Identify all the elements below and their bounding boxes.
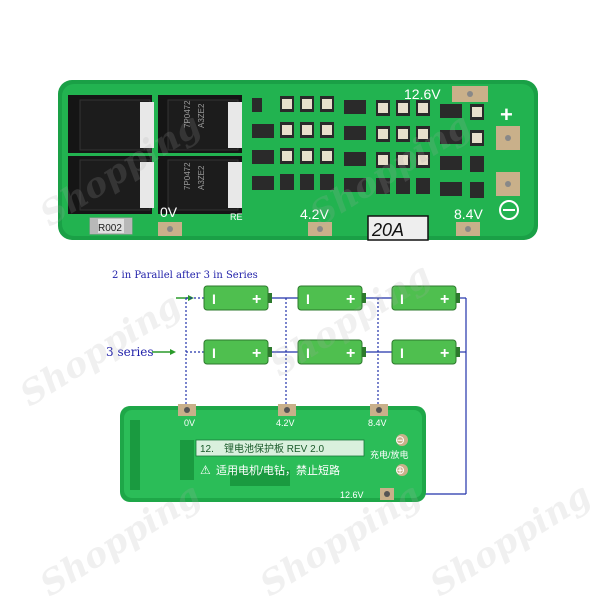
zero-volt-label: 0V xyxy=(160,204,178,220)
zero-volt-label: 0V xyxy=(184,418,195,428)
battery-cell: I + xyxy=(203,339,272,365)
bottom-pcb-board: 0V 4.2V 8.4V 12.6V 12. 锂电池保护板 REV 2.0 ⚠ … xyxy=(120,404,426,502)
warning-text: 适用电机/电钻，禁止短路 xyxy=(216,463,340,477)
battery-cell: I + xyxy=(203,285,272,311)
svg-text:I: I xyxy=(400,291,404,307)
current-box xyxy=(367,215,429,241)
twelve-six-volt-label: 12.6V xyxy=(340,490,364,500)
top-pcb-board: 7P0472 A3ZE2 7P0472 A3ZE2 R002 xyxy=(58,80,538,241)
svg-text:I: I xyxy=(212,291,216,307)
re-label: RE xyxy=(230,212,243,222)
battery-cell: I + xyxy=(391,285,460,311)
eight-four-volt-label: 8.4V xyxy=(454,206,483,222)
svg-text:+: + xyxy=(252,291,261,308)
warning-icon: ⚠ xyxy=(200,463,211,477)
minus-icon xyxy=(499,200,519,220)
solder-pads xyxy=(158,86,520,236)
battery-cell: I + xyxy=(391,339,460,365)
top-voltage-label: 12.6V xyxy=(404,86,441,102)
svg-text:+: + xyxy=(346,345,355,362)
board-title-box xyxy=(195,439,365,457)
mosfet-marking: A3ZE2 xyxy=(197,165,206,190)
svg-text:+: + xyxy=(346,291,355,308)
board-title: 锂电池保护板 REV 2.0 xyxy=(224,442,324,455)
mosfet-marking: 7P0472 xyxy=(183,100,192,128)
shunt-label: R002 xyxy=(98,223,122,234)
current-rating-label: 20A xyxy=(371,220,404,240)
svg-text:+: + xyxy=(440,345,449,362)
svg-text:+: + xyxy=(252,345,261,362)
four-two-volt-label: 4.2V xyxy=(300,206,329,222)
svg-text:I: I xyxy=(400,345,404,361)
battery-wiring-diagram: 2 in Parallel after 3 in Series 3 series… xyxy=(106,270,467,495)
four-two-volt-label: 4.2V xyxy=(276,418,295,428)
battery-cell: I + xyxy=(297,285,366,311)
svg-text:+: + xyxy=(440,291,449,308)
mosfet-group: 7P0472 A3ZE2 7P0472 A3ZE2 xyxy=(68,95,242,214)
minus-icon: ⊖ xyxy=(395,433,405,447)
svg-text:I: I xyxy=(306,345,310,361)
plus-symbol: + xyxy=(500,102,513,127)
plus-icon: ⊕ xyxy=(395,463,405,477)
solder-pads xyxy=(178,404,408,500)
svg-text:I: I xyxy=(306,291,310,307)
wires xyxy=(185,297,467,495)
parallel-label: 2 in Parallel after 3 in Series xyxy=(112,270,258,281)
arrow-icon xyxy=(170,349,176,355)
eight-four-volt-label: 8.4V xyxy=(368,418,387,428)
board-title-prefix: 12. xyxy=(200,444,214,455)
charge-discharge-label: 充电/放电 xyxy=(370,449,409,460)
series-label: 3 series xyxy=(106,345,154,359)
mosfet-marking: A3ZE2 xyxy=(197,103,206,128)
battery-cell: I + xyxy=(297,339,366,365)
mosfet-marking: 7P0472 xyxy=(183,162,192,190)
svg-text:I: I xyxy=(212,345,216,361)
